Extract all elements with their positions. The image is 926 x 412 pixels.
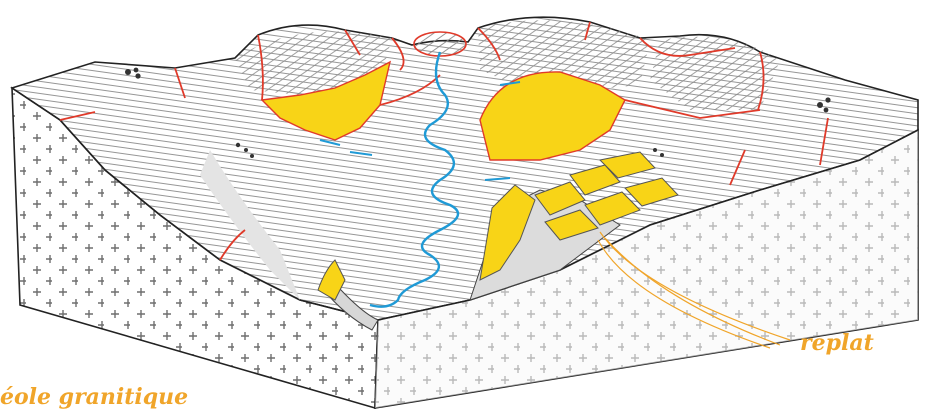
boulder [824, 108, 829, 113]
boulder [125, 69, 131, 75]
boulder [134, 68, 139, 73]
boulder [817, 102, 823, 108]
alveole-label: éole granitique [0, 384, 188, 410]
boulder [244, 148, 248, 152]
boulder [825, 97, 830, 102]
boulder [250, 154, 254, 158]
boulder [236, 143, 240, 147]
boulder [135, 73, 140, 78]
boulder [653, 148, 657, 152]
boulder [660, 153, 664, 157]
replat-label: replat [800, 330, 874, 356]
